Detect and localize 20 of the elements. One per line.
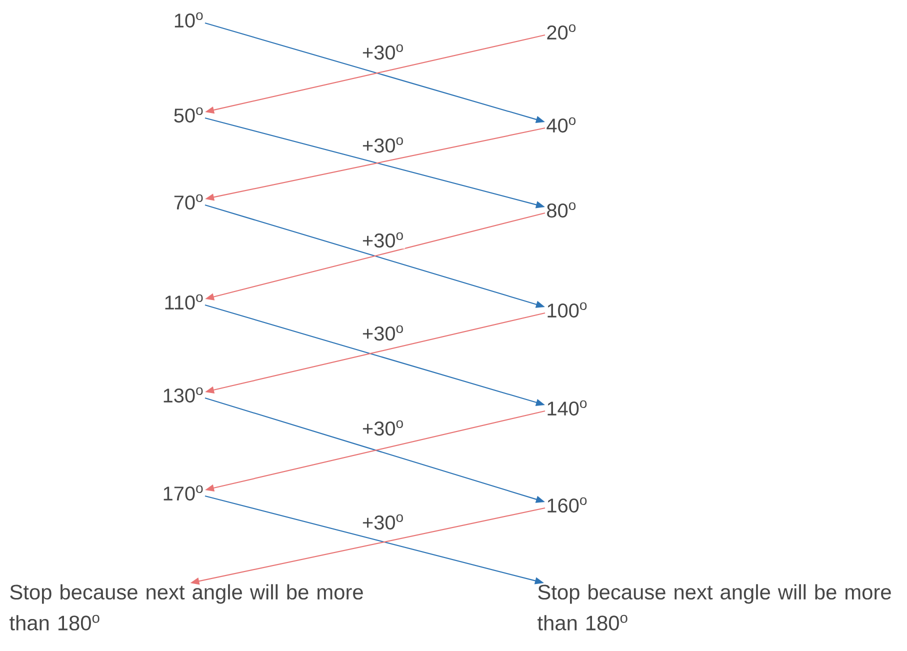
edge-label: +30$^{o}$ xyxy=(360,419,406,437)
note-text: Stop because next angle will be more than 180$^{o}$ xyxy=(10,584,363,630)
angle-label: 170$^{o}$ xyxy=(164,485,203,501)
note-text: Stop because next angle will be more than 180$^{o}$ xyxy=(538,584,891,630)
edge-label: +30$^{o}$ xyxy=(360,231,406,249)
angle-label: 70$^{o}$ xyxy=(174,194,203,210)
angle-label: 50$^{o}$ xyxy=(174,107,203,123)
angle-label: 100$^{o}$ xyxy=(548,302,587,318)
angle-label: 20$^{o}$ xyxy=(547,24,576,40)
angle-label: 130$^{o}$ xyxy=(164,387,203,403)
angle-label: 110$^{o}$ xyxy=(165,294,203,310)
angle-label: 140$^{o}$ xyxy=(548,400,587,416)
angle-label: 80$^{o}$ xyxy=(547,202,576,218)
edge-label: +30$^{o}$ xyxy=(360,136,406,154)
edge-label: +30$^{o}$ xyxy=(360,513,406,531)
angle-label: 10$^{o}$ xyxy=(174,12,203,28)
edge-label: +30$^{o}$ xyxy=(360,324,406,342)
edge-label: +30$^{o}$ xyxy=(360,43,406,61)
angle-label: 160$^{o}$ xyxy=(548,497,587,513)
angle-label: 40$^{o}$ xyxy=(546,117,576,133)
